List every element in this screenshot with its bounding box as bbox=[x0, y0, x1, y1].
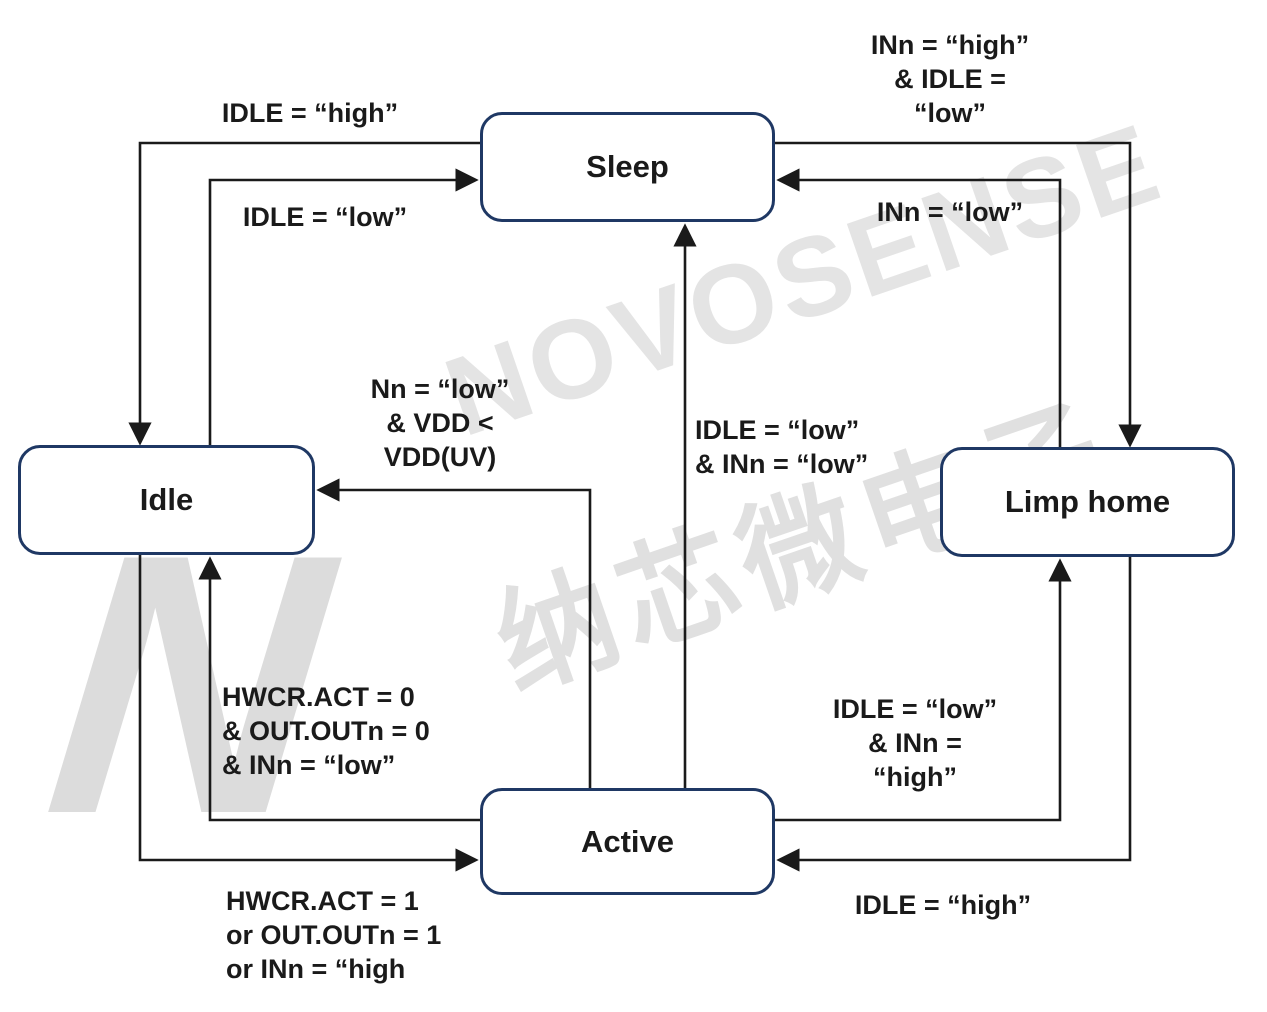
arrow-active-to-limp-home bbox=[775, 558, 1072, 822]
label-active-to-limp-home: IDLE = “low” & INn = “high” bbox=[832, 694, 998, 792]
arrow-idle-to-active bbox=[138, 555, 479, 872]
label-idle-to-active: HWCR.ACT = 1 or OUT.OUTn = 1 or INn = “h… bbox=[226, 886, 442, 984]
state-sleep: Sleep bbox=[480, 112, 775, 222]
arrow-limp-home-to-sleep bbox=[776, 168, 1062, 447]
label-limp-home-to-sleep: INn = “low” bbox=[876, 197, 1024, 227]
arrow-sleep-to-limp-home bbox=[775, 141, 1142, 448]
label-idle-to-sleep: IDLE = “low” bbox=[242, 202, 408, 232]
arrow-idle-to-sleep bbox=[208, 168, 479, 445]
state-active: Active bbox=[480, 788, 775, 895]
label-sleep-to-idle: IDLE = “high” bbox=[221, 98, 399, 128]
label-active-to-idle-lower: HWCR.ACT = 0 & OUT.OUTn = 0 & INn = “low… bbox=[222, 682, 430, 780]
label-active-to-sleep: IDLE = “low” & INn = “low” bbox=[695, 415, 869, 479]
arrow-limp-home-to-active bbox=[776, 557, 1132, 872]
arrow-sleep-to-idle bbox=[128, 141, 480, 446]
label-limp-home-to-active: IDLE = “high” bbox=[854, 890, 1032, 920]
state-limp-home: Limp home bbox=[940, 447, 1235, 557]
arrow-active-to-idle-lower bbox=[198, 556, 480, 822]
state-idle: Idle bbox=[18, 445, 315, 555]
label-active-to-idle-upper: Nn = “low” & VDD < VDD(UV) bbox=[370, 374, 510, 472]
label-sleep-to-limp-home: INn = “high” & IDLE = “low” bbox=[870, 30, 1030, 128]
arrow-active-to-idle-upper bbox=[316, 478, 592, 788]
